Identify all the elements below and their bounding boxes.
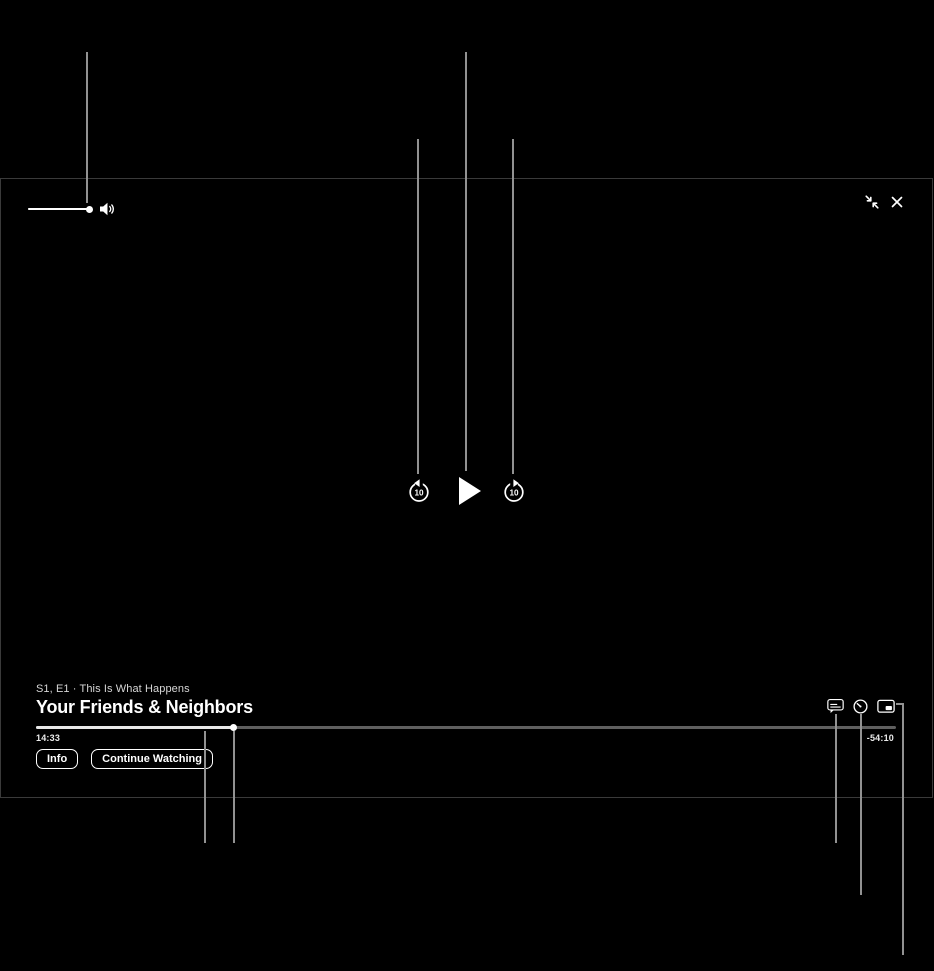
callout-line-playhead [233, 731, 235, 843]
skip-back-label: 10 [414, 488, 424, 497]
subtitles-icon[interactable] [827, 698, 844, 714]
play-triangle-icon [459, 477, 481, 505]
video-title: Your Friends & Neighbors [36, 697, 253, 717]
play-button[interactable] [451, 474, 485, 508]
picture-in-picture-icon[interactable] [877, 699, 895, 714]
progress-elapsed [36, 726, 234, 729]
skip-back-10-button[interactable]: 10 [407, 478, 431, 504]
elapsed-time: 14:33 [36, 733, 61, 743]
exit-fullscreen-icon[interactable] [864, 194, 880, 210]
volume-fill [28, 208, 89, 210]
remaining-time: -54:10 [866, 733, 894, 743]
close-icon[interactable] [890, 195, 904, 209]
window-controls [864, 194, 904, 210]
callout-line-pip [902, 703, 904, 955]
callout-line-skip-forward [512, 139, 514, 474]
volume-icon[interactable] [99, 201, 117, 217]
action-buttons: Info Continue Watching [36, 749, 213, 769]
callout-connector-pip [896, 703, 904, 705]
callout-line-subtitles [835, 714, 837, 843]
callout-line-progress-bar [204, 731, 206, 843]
continue-watching-button[interactable]: Continue Watching [91, 749, 213, 769]
playhead[interactable] [230, 724, 238, 731]
playback-speed-icon[interactable] [853, 698, 868, 714]
callout-line-play [465, 52, 467, 471]
skip-forward-label: 10 [509, 488, 519, 497]
callout-line-playback-speed [860, 714, 862, 895]
callout-line-skip-back [417, 139, 419, 474]
info-button[interactable]: Info [36, 749, 79, 769]
episode-info: S1, E1 · This Is What Happens [36, 683, 190, 695]
secondary-controls [827, 698, 895, 714]
volume-slider[interactable] [28, 205, 93, 213]
callout-line-volume [86, 52, 88, 203]
skip-forward-10-button[interactable]: 10 [502, 478, 526, 504]
volume-knob[interactable] [85, 205, 93, 213]
progress-bar[interactable] [36, 724, 896, 731]
